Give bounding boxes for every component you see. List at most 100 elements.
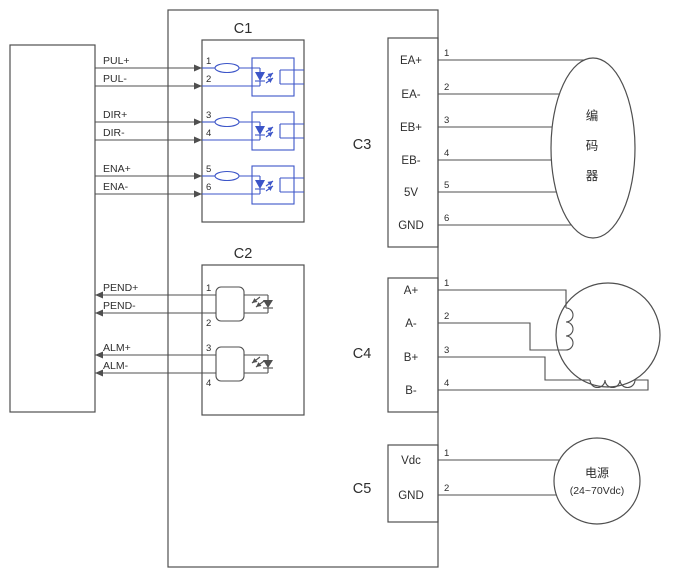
led-symbol: [255, 180, 265, 189]
controller-box: [9, 44, 96, 413]
pin-number: 1: [206, 56, 211, 67]
pin-number: 3: [444, 345, 449, 356]
pin-number: 5: [444, 180, 449, 191]
pin-number: 2: [444, 82, 449, 93]
c1-input-wires: [95, 64, 202, 198]
terminal-label: EB-: [401, 155, 420, 167]
pin-number: 4: [206, 378, 211, 389]
c3-encoder-wires: [438, 59, 584, 226]
terminal-label: 5V: [404, 187, 418, 199]
c5-power-wires: [438, 459, 560, 496]
pin-number: 5: [206, 164, 211, 175]
power-spec: (24~70Vdc): [570, 485, 625, 497]
terminal-label: A-: [405, 318, 417, 330]
optocoupler-channel-ena: [202, 165, 304, 205]
light-arrow-icon: [265, 126, 274, 133]
pin-number: 2: [206, 74, 211, 85]
pin-number: 2: [444, 483, 449, 494]
terminal-label: EA+: [400, 55, 422, 67]
terminal-label: Vdc: [401, 455, 421, 467]
signal-label: ALM-: [103, 360, 129, 372]
optocoupler-body: [251, 165, 295, 205]
pin-number: 2: [444, 311, 449, 322]
c5-label: C5: [353, 481, 372, 497]
light-arrow-icon: [265, 131, 274, 138]
optocoupler-body: [251, 57, 295, 97]
resistor-symbol: [214, 116, 240, 128]
light-arrow-icon: [265, 77, 274, 84]
light-arrow-icon: [265, 185, 274, 192]
signal-label: PUL+: [103, 55, 130, 67]
pin-number: 4: [444, 148, 449, 159]
winding-a-symbol: [565, 307, 574, 351]
pin-number: 1: [444, 278, 449, 289]
wire-a-plus: [438, 289, 567, 308]
signal-label: ENA+: [103, 163, 131, 175]
pin-number: 3: [444, 115, 449, 126]
encoder-ellipse: [550, 57, 636, 239]
power-supply: 电源 (24~70Vdc): [553, 437, 641, 525]
wire-b-plus: [438, 356, 590, 381]
pin-number: 1: [444, 48, 449, 59]
c3-label: C3: [353, 137, 372, 153]
resistor-symbol: [214, 62, 240, 74]
terminal-label: B+: [404, 352, 419, 364]
light-arrow-icon: [265, 180, 274, 187]
c5-box: [387, 444, 439, 523]
resistor-symbol: [214, 170, 240, 182]
diode-symbol: [263, 360, 273, 368]
signal-label: PEND-: [103, 300, 136, 312]
light-arrow-icon: [255, 300, 265, 308]
terminal-label: EB+: [400, 122, 422, 134]
light-arrow-icon: [251, 296, 261, 304]
terminal-label: GND: [398, 490, 424, 502]
signal-label: ALM+: [103, 342, 131, 354]
pin-number: 6: [444, 213, 449, 224]
pin-number: 3: [206, 343, 211, 354]
output-optocoupler-alm: [215, 346, 273, 382]
signal-label: PUL-: [103, 73, 127, 85]
pin-number: 4: [206, 128, 211, 139]
pin-number: 3: [206, 110, 211, 121]
power-label: 电源: [585, 466, 609, 480]
light-arrow-icon: [255, 360, 265, 368]
light-arrow-icon: [265, 72, 274, 79]
signal-label: PEND+: [103, 282, 138, 294]
winding-b-symbol: [589, 379, 636, 388]
pin-number: 6: [206, 182, 211, 193]
signal-label: DIR-: [103, 127, 125, 139]
led-symbol: [255, 126, 265, 135]
diode-symbol: [263, 300, 273, 308]
pin-number: 4: [444, 378, 449, 389]
optocoupler-body: [251, 111, 295, 151]
c4-motor-wires: [438, 289, 649, 391]
c4-box: [387, 277, 439, 413]
pin-number: 1: [444, 448, 449, 459]
motor-circle: [555, 282, 661, 388]
wire-b-minus: [438, 379, 649, 391]
c4-label: C4: [353, 346, 372, 362]
encoder-label: 码: [586, 139, 599, 153]
optocoupler-channel-pul: [202, 57, 304, 97]
c1-label: C1: [234, 21, 253, 37]
pin-number: 1: [206, 283, 211, 294]
led-symbol: [255, 72, 265, 81]
terminal-label: B-: [405, 385, 417, 397]
terminal-label: GND: [398, 220, 424, 232]
output-optocoupler-pend: [215, 286, 273, 322]
stepper-motor: [555, 282, 661, 388]
optocoupler-channel-dir: [202, 111, 304, 151]
light-arrow-icon: [251, 356, 261, 364]
signal-label: ENA-: [103, 181, 129, 193]
c2-label: C2: [234, 246, 253, 262]
terminal-label: EA-: [401, 89, 420, 101]
pin-number: 2: [206, 318, 211, 329]
encoder-label: 编: [586, 108, 599, 123]
transistor-body: [215, 346, 245, 382]
encoder-label: 器: [586, 169, 599, 183]
power-circle: [553, 437, 641, 525]
transistor-body: [215, 286, 245, 322]
wire-a-minus: [438, 322, 566, 351]
